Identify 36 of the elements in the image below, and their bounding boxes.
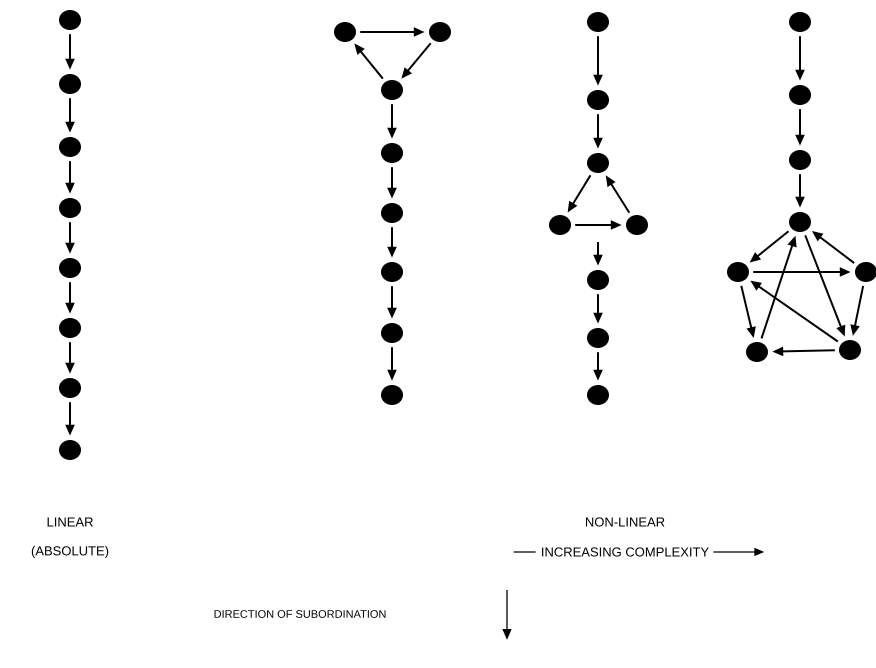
- dot: [381, 80, 403, 100]
- caption-text: (ABSOLUTE): [32, 546, 108, 558]
- dot: [381, 384, 403, 405]
- caption-text: DIRECTION OF SUBORDINATION: [214, 610, 386, 618]
- dot: [381, 262, 403, 282]
- dot: [59, 198, 81, 218]
- dot: [59, 136, 81, 157]
- dot: [381, 202, 403, 223]
- dot: [587, 152, 609, 173]
- dot: [727, 262, 749, 282]
- caption-text: NON-LINEAR: [586, 517, 664, 527]
- caption-text: INCREASING COMPLEXITY: [542, 547, 709, 557]
- dot: [59, 10, 81, 30]
- dot: [59, 258, 81, 278]
- dot: [789, 212, 811, 232]
- dot: [626, 214, 648, 235]
- caption-text: LINEAR: [48, 518, 93, 526]
- dot: [587, 90, 609, 110]
- dot: [789, 85, 811, 105]
- dot: [789, 12, 811, 32]
- dot: [381, 322, 403, 343]
- dot: [587, 328, 609, 348]
- dot: [381, 142, 403, 163]
- dot: [549, 214, 571, 235]
- dot: [839, 340, 861, 360]
- dot: [59, 74, 81, 94]
- dot: [334, 22, 356, 42]
- dot: [587, 12, 609, 32]
- dot: [429, 22, 451, 42]
- dot: [746, 342, 768, 362]
- dot: [789, 150, 811, 170]
- dot: [59, 318, 81, 338]
- dot: [59, 440, 81, 460]
- dot: [587, 384, 609, 405]
- dot: [59, 378, 81, 398]
- dot: [587, 270, 609, 290]
